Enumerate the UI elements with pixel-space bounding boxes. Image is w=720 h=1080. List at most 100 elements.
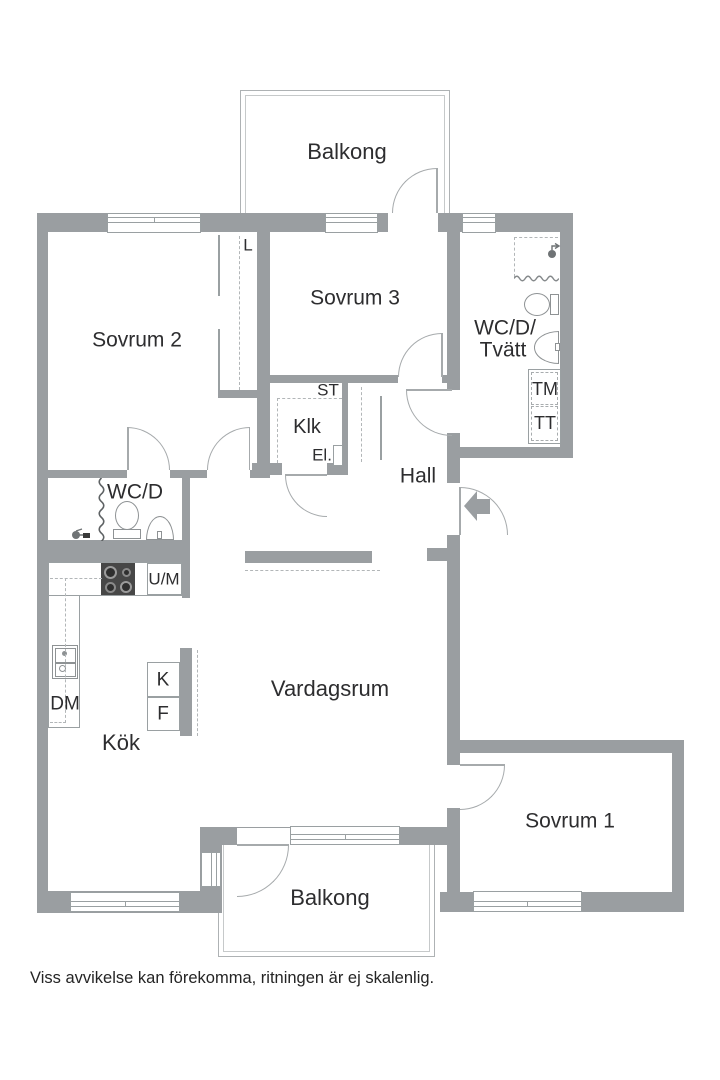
wall-klk-south-right [327,463,348,475]
door-arc-sovrum2 [207,427,250,470]
toilet-tank-ensuite [113,529,141,539]
room-label-balkong-top: Balkong [307,139,387,164]
room-label-kok: Kök [102,730,140,755]
window-sovrum2 [107,213,201,233]
door-arc-klk [285,475,327,517]
wall-closet-east [257,232,270,478]
door-leaf-sovrum2 [248,427,250,470]
toilet-tank [550,294,559,315]
room-label-wcd: WC/D [107,480,163,504]
counter-dash-left [65,578,66,723]
wall-klk-south-left [252,463,282,475]
island-dash [197,650,198,736]
label-f: F [157,703,169,725]
counter-dash-bottom [50,722,66,723]
disclaimer-text: Viss avvikelse kan förekomma, ritningen … [30,969,435,987]
toilet-icon-ensuite [115,501,139,530]
shower-boundary-dash-v [514,237,515,277]
window-sovrum1 [473,891,582,912]
door-arc-wc-ensuite [127,427,170,470]
opening-entry-door [446,483,461,535]
door-leaf-sovrum1 [460,764,505,766]
room-label-balkong-bottom: Balkong [290,885,370,910]
entry-arrow-tail [477,499,490,514]
sink-tap [555,343,560,351]
closet-st-dash [361,387,362,462]
peninsula-dash [245,570,380,571]
washer-box [531,372,558,405]
wall-sovrum1-east [672,740,684,912]
closet-st-front [380,396,382,460]
room-label-klk: Klk [293,416,321,438]
label-st: ST [317,380,339,400]
door-leaf-sovrum3 [441,333,443,377]
closet-l-dash [239,236,240,390]
window-bath [462,213,496,233]
wall-exterior-right-upper [560,213,573,458]
shower-curtain-line [514,275,559,282]
door-leaf-balcony-top [436,168,438,213]
electrical-cabinet [333,445,343,466]
label-tt: TT [534,413,556,433]
micro-oven-box [147,563,182,595]
opening-wc-ensuite-door [127,470,170,478]
kitchen-island-bar [180,648,192,736]
label-dm: DM [50,693,80,715]
wall-kitchen-east [182,470,190,598]
wall-closet-bottom [218,390,257,398]
dryer-box [531,406,558,441]
door-leaf-balcony-bottom [237,844,289,846]
room-label-sovrum1: Sovrum 1 [525,809,615,833]
shower-curtain-line-vertical [98,478,105,541]
wall-klk-east [342,383,348,468]
window-vardagsrum [290,826,400,845]
wall-wc-ensuite-south [48,540,190,562]
opening-balcony-bottom-door [237,828,290,845]
window-step [201,852,221,887]
balcony-bottom-outline-inner [223,845,430,952]
stove-icon [101,563,135,595]
room-label-hall: Hall [399,464,437,488]
wall-sovrum3-door-jamb [442,375,460,383]
label-l: L [243,235,253,255]
label-k: K [156,669,170,691]
wall-sovrum1-north [460,740,684,753]
freezer-box [147,697,180,731]
closet-l-front-upper [218,235,220,296]
room-label-vardagsrum: Vardagsrum [270,676,390,701]
label-um: U/M [148,569,180,589]
room-label-sovrum3: Sovrum 3 [310,286,400,310]
window-sovrum3 [325,213,378,233]
opening-sovrum2-door [207,470,250,478]
door-leaf-bath [406,389,452,391]
room-label-wcd-tvatt-line2: Tvätt [479,338,527,362]
wall-exterior-left [37,213,48,913]
window-kok [70,892,180,912]
toilet-icon [524,293,550,316]
balcony-top-outline [240,90,450,213]
wall-entry-stub [427,548,447,561]
door-leaf-klk [285,474,327,476]
door-leaf-entry [459,487,461,535]
room-label-wcd-tvatt-line1: WC/D/ [474,316,536,340]
wall-klk-north [258,375,398,383]
room-label-sovrum2: Sovrum 2 [92,328,182,352]
kitchen-peninsula-bar [245,551,372,563]
wall-bath-south [447,447,573,458]
sink-tap-ensuite [157,531,162,539]
klk-dash-h [277,398,342,399]
entry-arrow-icon [464,491,477,521]
door-arc-bath [406,390,452,436]
shower-boundary-dash-h [514,237,558,238]
opening-balcony-top-door [388,213,438,232]
closet-l-front-lower [218,329,220,390]
door-arc-sovrum1 [460,765,505,810]
opening-sovrum1-door [446,765,461,808]
counter-dash-top [50,578,102,579]
door-arc-sovrum3 [398,333,442,377]
label-el: El. [312,445,332,465]
label-tm: TM [532,379,558,399]
shower-head-icon-ensuite [72,528,90,539]
klk-dash-v [277,398,278,463]
